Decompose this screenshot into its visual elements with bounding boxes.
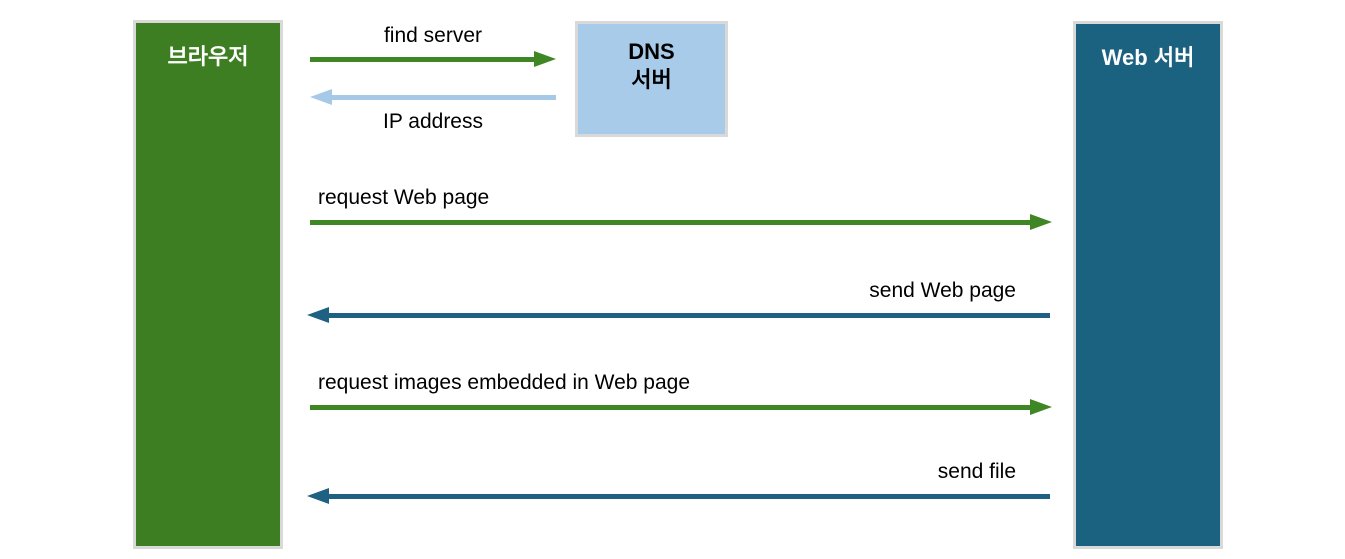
send-file-arrow-line	[329, 494, 1050, 499]
request-images-label: request images embedded in Web page	[318, 371, 691, 394]
browser-node-label: 브라우저	[167, 44, 249, 69]
right-arrowhead-icon	[1030, 399, 1052, 415]
send-file-label: send file	[937, 460, 1016, 483]
request-images-arrow-line	[310, 405, 1032, 410]
left-arrowhead-icon	[310, 89, 332, 105]
browser-node: 브라우저	[133, 20, 283, 549]
dns-node-label-line2: 서버	[631, 67, 672, 92]
request-web-page-label: request Web page	[318, 186, 490, 209]
right-arrowhead-icon	[534, 51, 556, 67]
find-server-label: find server	[383, 24, 483, 47]
dns-server-node: DNS 서버	[575, 21, 728, 137]
ip-address-arrow-line	[330, 95, 556, 100]
request-web-page-arrow-line	[310, 220, 1032, 225]
find-server-arrow-line	[310, 57, 536, 62]
dns-node-label-line1: DNS	[628, 39, 675, 64]
ip-address-label: IP address	[382, 110, 483, 133]
right-arrowhead-icon	[1030, 214, 1052, 230]
web-server-node: Web 서버	[1073, 21, 1223, 549]
left-arrowhead-icon	[307, 488, 329, 504]
web-node-label: Web 서버	[1101, 45, 1195, 70]
left-arrowhead-icon	[307, 307, 329, 323]
send-web-page-label: send Web page	[869, 279, 1016, 302]
send-web-page-arrow-line	[329, 313, 1050, 318]
